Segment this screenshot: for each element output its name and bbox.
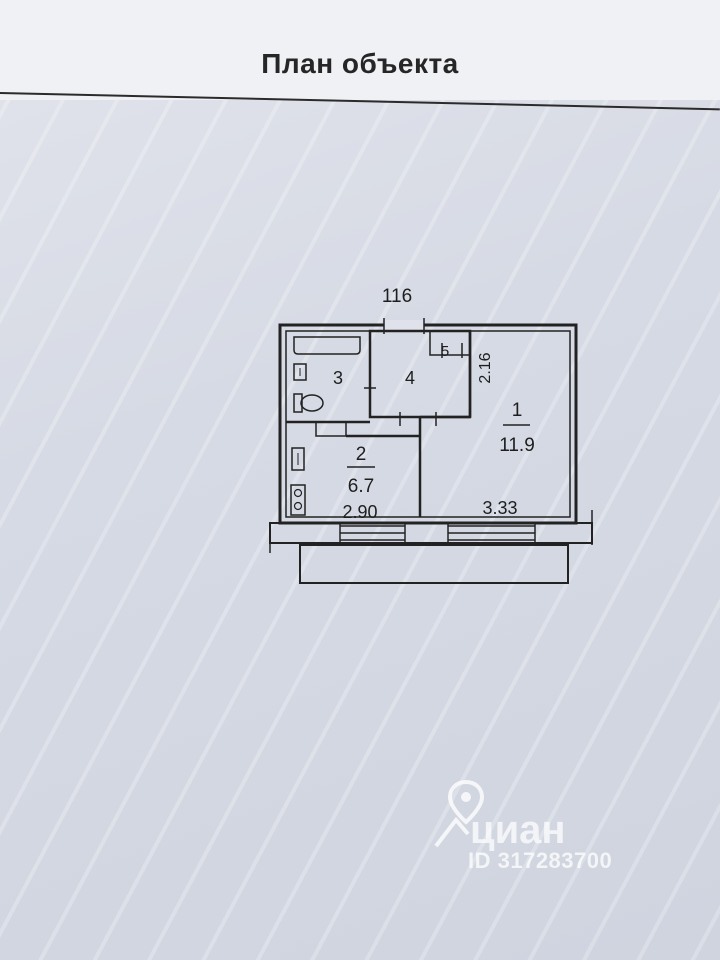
exterior-wall-strip (269, 522, 593, 544)
sink (293, 363, 307, 381)
page-title: План объекта (261, 48, 459, 79)
bathroom-step (315, 421, 347, 437)
room2-width-dimension: 2.90 (342, 502, 377, 522)
balcony (299, 544, 569, 584)
header-band (0, 0, 720, 100)
room-1-number: 1 (512, 400, 523, 421)
top-dimension: 116 (382, 286, 412, 307)
hall-walls (368, 329, 472, 419)
inner-wall-line (285, 330, 571, 518)
room-4-number: 4 (405, 368, 415, 388)
room1-side-dimension: 2.16 (477, 352, 494, 383)
hall-niche (429, 330, 471, 356)
window-left (339, 523, 406, 543)
room-3-number: 3 (333, 368, 343, 388)
entrance-door (384, 320, 424, 332)
room-2-number: 2 (356, 444, 367, 465)
watermark-brand: циан (470, 808, 566, 852)
bathtub (293, 336, 361, 355)
watermark-listing-id: ID 317283700 (468, 848, 613, 873)
kitchen-sink (291, 447, 305, 471)
map-pin-icon (434, 779, 485, 848)
niche-dimension: 5 (441, 343, 449, 360)
room-2-area: 6.7 (348, 476, 374, 497)
room1-width-dimension: 3.33 (482, 498, 517, 518)
toilet (293, 393, 324, 413)
room-1-area: 11.9 (499, 435, 535, 456)
door-marks (364, 343, 463, 426)
window-right (447, 523, 536, 543)
stove (290, 484, 306, 516)
